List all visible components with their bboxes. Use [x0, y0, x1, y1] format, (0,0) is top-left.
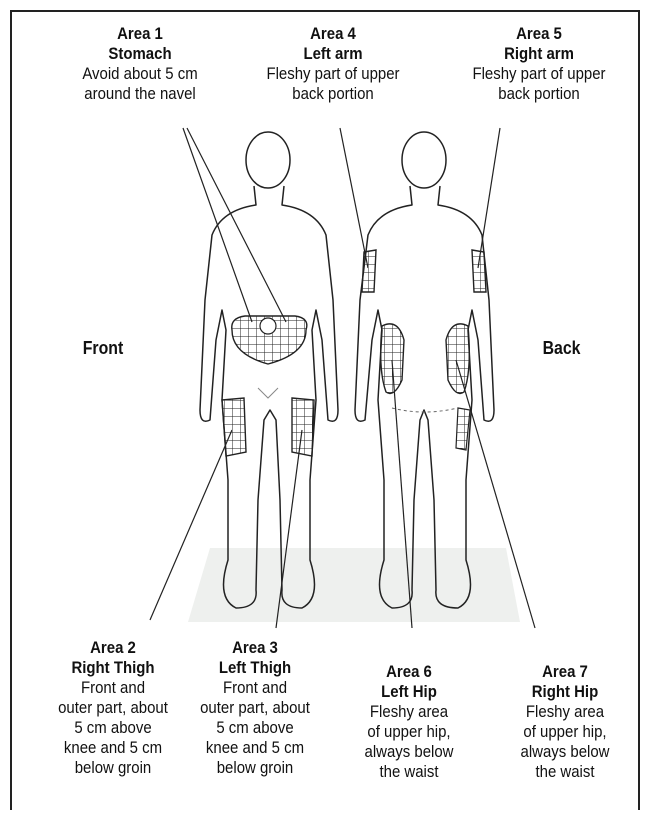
- back-figure: [355, 132, 494, 608]
- area-1-desc-line: around the navel: [56, 84, 223, 104]
- area-7-zone: [446, 324, 469, 394]
- area-1-zone: [232, 316, 307, 364]
- area-2-desc-line: knee and 5 cm: [47, 738, 179, 758]
- area-4-desc-line: Fleshy part of upper: [249, 64, 416, 84]
- area-2-desc-line: below groin: [47, 758, 179, 778]
- area-3-label: Area 3 Left Thigh Front and outer part, …: [189, 638, 321, 778]
- area-5-label: Area 5 Right arm Fleshy part of upper ba…: [455, 24, 622, 104]
- area-2-title: Area 2: [47, 638, 179, 658]
- area-3-desc-line: below groin: [189, 758, 321, 778]
- area-1-title: Area 1: [56, 24, 223, 44]
- area-2-zone: [222, 398, 246, 456]
- area-7-label: Area 7 Right Hip Fleshy area of upper hi…: [499, 662, 631, 782]
- area-7-desc-line: of upper hip,: [499, 722, 631, 742]
- area-4-zone: [362, 250, 376, 292]
- area-6-name: Left Hip: [343, 682, 475, 702]
- back-view-label: Back: [543, 338, 581, 359]
- area-5-title: Area 5: [455, 24, 622, 44]
- area-7-desc-line: the waist: [499, 762, 631, 782]
- area-3-title: Area 3: [189, 638, 321, 658]
- area-3-desc-line: 5 cm above: [189, 718, 321, 738]
- area-2-desc-line: 5 cm above: [47, 718, 179, 738]
- area-6-label: Area 6 Left Hip Fleshy area of upper hip…: [343, 662, 475, 782]
- area-1-desc-line: Avoid about 5 cm: [56, 64, 223, 84]
- area-3-zone: [292, 398, 314, 456]
- front-view-label: Front: [83, 338, 123, 359]
- area-4-name: Left arm: [249, 44, 416, 64]
- back-thigh-zone: [456, 408, 470, 450]
- area-7-desc-line: Fleshy area: [499, 702, 631, 722]
- groin-mark: [258, 388, 278, 398]
- area-6-desc-line: the waist: [343, 762, 475, 782]
- area-3-name: Left Thigh: [189, 658, 321, 678]
- area-7-title: Area 7: [499, 662, 631, 682]
- area-7-desc-line: always below: [499, 742, 631, 762]
- area-5-zone: [472, 250, 486, 292]
- area-6-desc-line: of upper hip,: [343, 722, 475, 742]
- area-3-desc-line: outer part, about: [189, 698, 321, 718]
- area-4-label: Area 4 Left arm Fleshy part of upper bac…: [249, 24, 416, 104]
- area-2-name: Right Thigh: [47, 658, 179, 678]
- area-6-desc-line: Fleshy area: [343, 702, 475, 722]
- area-5-desc-line: back portion: [455, 84, 622, 104]
- area-6-desc-line: always below: [343, 742, 475, 762]
- area-2-label: Area 2 Right Thigh Front and outer part,…: [47, 638, 179, 778]
- area-3-desc-line: knee and 5 cm: [189, 738, 321, 758]
- area-2-desc-line: Front and: [47, 678, 179, 698]
- area-5-desc-line: Fleshy part of upper: [455, 64, 622, 84]
- front-figure: [200, 132, 338, 608]
- area-6-zone: [381, 324, 404, 394]
- area-6-title: Area 6: [343, 662, 475, 682]
- area-2-desc-line: outer part, about: [47, 698, 179, 718]
- area-1-label: Area 1 Stomach Avoid about 5 cm around t…: [56, 24, 223, 104]
- area-7-name: Right Hip: [499, 682, 631, 702]
- area-4-desc-line: back portion: [249, 84, 416, 104]
- area-3-desc-line: Front and: [189, 678, 321, 698]
- area-4-title: Area 4: [249, 24, 416, 44]
- area-1-name: Stomach: [56, 44, 223, 64]
- area-5-name: Right arm: [455, 44, 622, 64]
